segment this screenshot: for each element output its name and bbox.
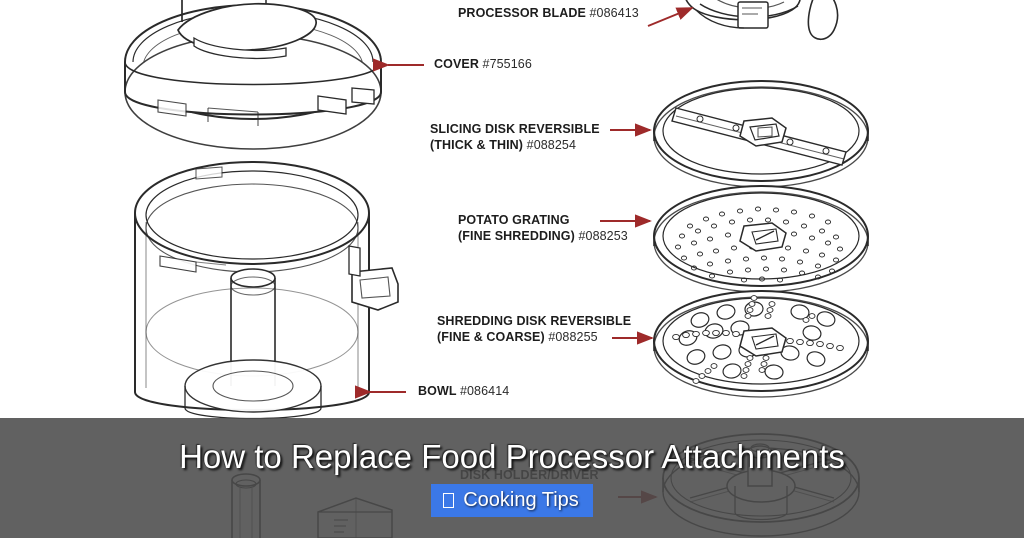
callout-bowl-name: BOWL bbox=[418, 384, 457, 398]
potato-grating-disk-illustration bbox=[653, 185, 869, 293]
callout-slicing-disk-line1: SLICING DISK REVERSIBLE bbox=[430, 122, 600, 136]
callout-shredding-disk-line1: SHREDDING DISK REVERSIBLE bbox=[437, 314, 632, 328]
callout-processor-blade: PROCESSOR BLADE #086413 bbox=[458, 6, 639, 22]
callout-bowl: BOWL #086414 bbox=[418, 384, 509, 400]
callout-processor-blade-name: PROCESSOR BLADE bbox=[458, 6, 586, 20]
callout-slicing-disk-number: #088254 bbox=[526, 137, 577, 152]
callout-cover-name: COVER bbox=[434, 57, 479, 71]
cooking-tips-badge-label: Cooking Tips bbox=[463, 489, 579, 511]
callout-shredding-disk-number: #088255 bbox=[548, 329, 598, 344]
bowl-illustration bbox=[134, 161, 399, 420]
page-title: How to Replace Food Processor Attachment… bbox=[179, 438, 845, 475]
slicing-disk-illustration bbox=[653, 80, 869, 188]
missing-glyph-box-icon bbox=[443, 492, 455, 508]
title-overlay: How to Replace Food Processor Attachment… bbox=[0, 418, 1024, 538]
cover-illustration bbox=[124, 0, 382, 150]
arrow-processor-blade bbox=[647, 7, 694, 27]
callout-shredding-disk-line2: (FINE & COARSE) bbox=[437, 329, 545, 344]
callout-potato-grating: POTATO GRATING (FINE SHREDDING) #088253 bbox=[458, 213, 628, 244]
callout-bowl-number: #086414 bbox=[459, 384, 510, 398]
callout-processor-blade-number: #086413 bbox=[589, 6, 639, 20]
callout-cover-number: #755166 bbox=[482, 57, 532, 71]
callout-shredding-disk: SHREDDING DISK REVERSIBLE (FINE & COARSE… bbox=[437, 314, 631, 345]
callout-potato-grating-line2: (FINE SHREDDING) bbox=[458, 228, 575, 243]
callout-potato-grating-number: #088253 bbox=[578, 228, 628, 243]
shredding-disk-illustration bbox=[653, 290, 869, 398]
title-overlay-scrim bbox=[0, 418, 1024, 538]
callout-potato-grating-line1: POTATO GRATING bbox=[458, 213, 570, 227]
callout-slicing-disk-line2: (THICK & THIN) bbox=[430, 137, 524, 152]
callout-cover: COVER #755166 bbox=[434, 57, 532, 73]
callout-slicing-disk: SLICING DISK REVERSIBLE (THICK & THIN) #… bbox=[430, 122, 600, 153]
cooking-tips-badge[interactable]: Cooking Tips bbox=[431, 484, 593, 517]
processor-blade-illustration bbox=[685, 0, 839, 41]
